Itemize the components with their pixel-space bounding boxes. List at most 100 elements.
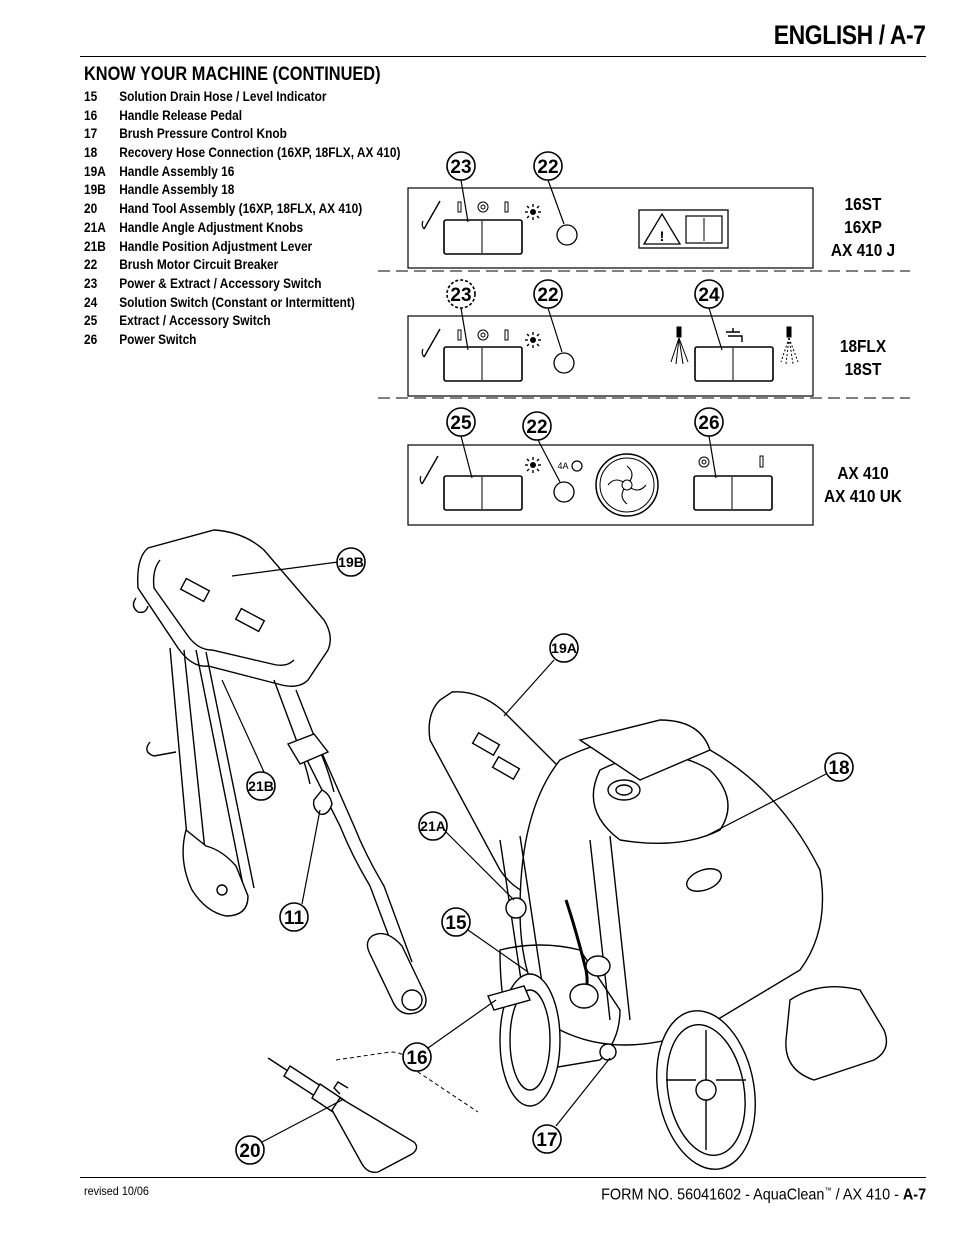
gear-icon <box>571 460 583 472</box>
list-item: 16 Handle Release Pedal <box>84 107 400 126</box>
callout-17: 17 <box>532 1057 611 1154</box>
model-label: AX 410 UK <box>824 486 902 506</box>
faucet-icon <box>726 328 743 342</box>
panel-3-models: AX 410 AX 410 UK <box>815 462 912 508</box>
part-label: Hand Tool Assembly (16XP, 18FLX, AX 410) <box>119 201 363 217</box>
part-number: 23 <box>84 275 98 291</box>
svg-text:18: 18 <box>828 758 849 779</box>
brush-icon <box>524 331 542 349</box>
list-item: 17 Brush Pressure Control Knob <box>84 125 400 144</box>
callout-11: 11 <box>279 809 321 932</box>
part-number: 17 <box>84 126 98 142</box>
handle-assembly-18 <box>132 529 427 1015</box>
off-mark-icon <box>759 455 764 468</box>
control-panel-1: ! 23 22 <box>407 151 814 269</box>
part-label: Power & Extract / Accessory Switch <box>119 275 322 291</box>
section-title: KNOW YOUR MACHINE (CONTINUED) <box>84 64 381 85</box>
list-item: 15 Solution Drain Hose / Level Indicator <box>84 88 400 107</box>
model-label: 16ST <box>844 194 882 214</box>
callout-19b: 19B <box>231 547 366 577</box>
part-label: Extract / Accessory Switch <box>119 313 271 329</box>
off-mark-icon <box>504 329 509 341</box>
part-number: 21B <box>84 238 106 254</box>
circuit-breaker-button[interactable] <box>553 352 575 374</box>
panel-1-models: 16ST 16XP AX 410 J <box>823 193 902 262</box>
part-label: Handle Angle Adjustment Knobs <box>119 219 304 235</box>
part-number: 26 <box>84 331 98 347</box>
circuit-breaker-button[interactable] <box>556 224 578 246</box>
page-header-title: ENGLISH / A-7 <box>774 20 926 50</box>
svg-text:!: ! <box>660 228 665 244</box>
brush-icon <box>524 456 542 474</box>
model-label: 16XP <box>844 217 882 237</box>
circuit-breaker-button[interactable] <box>553 481 575 503</box>
power-switch[interactable] <box>693 475 773 511</box>
spray-intermittent-icon <box>780 326 799 365</box>
part-label: Brush Motor Circuit Breaker <box>119 257 279 273</box>
header-rule <box>80 56 926 57</box>
svg-text:20: 20 <box>239 1141 260 1162</box>
callout-21a: 21A <box>418 811 515 901</box>
panel-callout-26: 26 <box>694 407 724 479</box>
svg-text:11: 11 <box>284 908 305 929</box>
list-item: 23 Power & Extract / Accessory Switch <box>84 275 400 294</box>
svg-text:15: 15 <box>445 913 467 934</box>
svg-text:19B: 19B <box>338 554 364 570</box>
spray-constant-icon <box>670 326 689 365</box>
off-mark-icon <box>457 329 462 341</box>
callout-18: 18 <box>705 752 854 837</box>
page-number: A-7 <box>902 1186 926 1204</box>
part-label: Solution Drain Hose / Level Indicator <box>119 89 327 104</box>
power-extract-switch[interactable] <box>443 346 523 382</box>
part-label: Handle Assembly 18 <box>119 182 235 198</box>
callout-19a: 19A <box>503 633 579 717</box>
panel-callout-25: 25 <box>446 407 476 479</box>
footer-rule <box>80 1177 926 1178</box>
off-mark-icon <box>504 201 509 213</box>
list-item: 22 Brush Motor Circuit Breaker <box>84 256 400 275</box>
svg-text:21B: 21B <box>248 778 274 794</box>
extract-accessory-switch[interactable] <box>443 475 523 511</box>
part-number: 25 <box>84 313 98 329</box>
model-label: AX 410 J <box>830 240 896 260</box>
svg-text:25: 25 <box>450 413 472 434</box>
panel-callout-22: 22 <box>533 151 565 225</box>
callout-20: 20 <box>235 1099 343 1165</box>
svg-text:24: 24 <box>698 285 720 306</box>
control-panel-2: 23 22 24 <box>407 279 814 397</box>
part-label: Handle Assembly 16 <box>119 163 235 179</box>
model-label: AX 410 <box>837 463 889 483</box>
solution-switch[interactable] <box>694 346 774 382</box>
breaker-rating: 4A <box>557 461 568 471</box>
part-label: Handle Position Adjustment Lever <box>119 238 313 254</box>
svg-text:16: 16 <box>406 1048 427 1069</box>
part-number: 22 <box>84 257 98 273</box>
hand-tool-assembly <box>267 1051 479 1174</box>
callout-16: 16 <box>402 999 497 1072</box>
part-number: 21A <box>84 219 106 235</box>
panel-callout-23: 23 <box>446 151 476 223</box>
svg-text:22: 22 <box>526 417 547 438</box>
warning-icon <box>642 212 682 245</box>
pressure-gauge <box>595 453 659 517</box>
control-panel-3: 4A 25 22 26 <box>407 407 814 526</box>
svg-text:23: 23 <box>450 157 471 178</box>
power-extract-switch[interactable] <box>443 219 523 255</box>
list-item: 19A Handle Assembly 16 <box>84 163 400 182</box>
part-number: 15 <box>84 89 98 104</box>
part-label: Brush Pressure Control Knob <box>119 126 287 142</box>
brush-icon <box>524 203 542 221</box>
form-number: FORM NO. 56041602 - AquaClean™ / AX 410 … <box>601 1186 926 1204</box>
svg-text:22: 22 <box>537 157 558 178</box>
revision-note: revised 10/06 <box>84 1184 149 1198</box>
svg-text:23: 23 <box>450 285 471 306</box>
part-label: Handle Release Pedal <box>119 107 243 123</box>
part-number: 19A <box>84 163 106 179</box>
svg-text:21A: 21A <box>420 818 446 834</box>
part-number: 20 <box>84 201 98 217</box>
part-label: Recovery Hose Connection (16XP, 18FLX, A… <box>119 145 401 161</box>
part-number: 16 <box>84 107 98 123</box>
